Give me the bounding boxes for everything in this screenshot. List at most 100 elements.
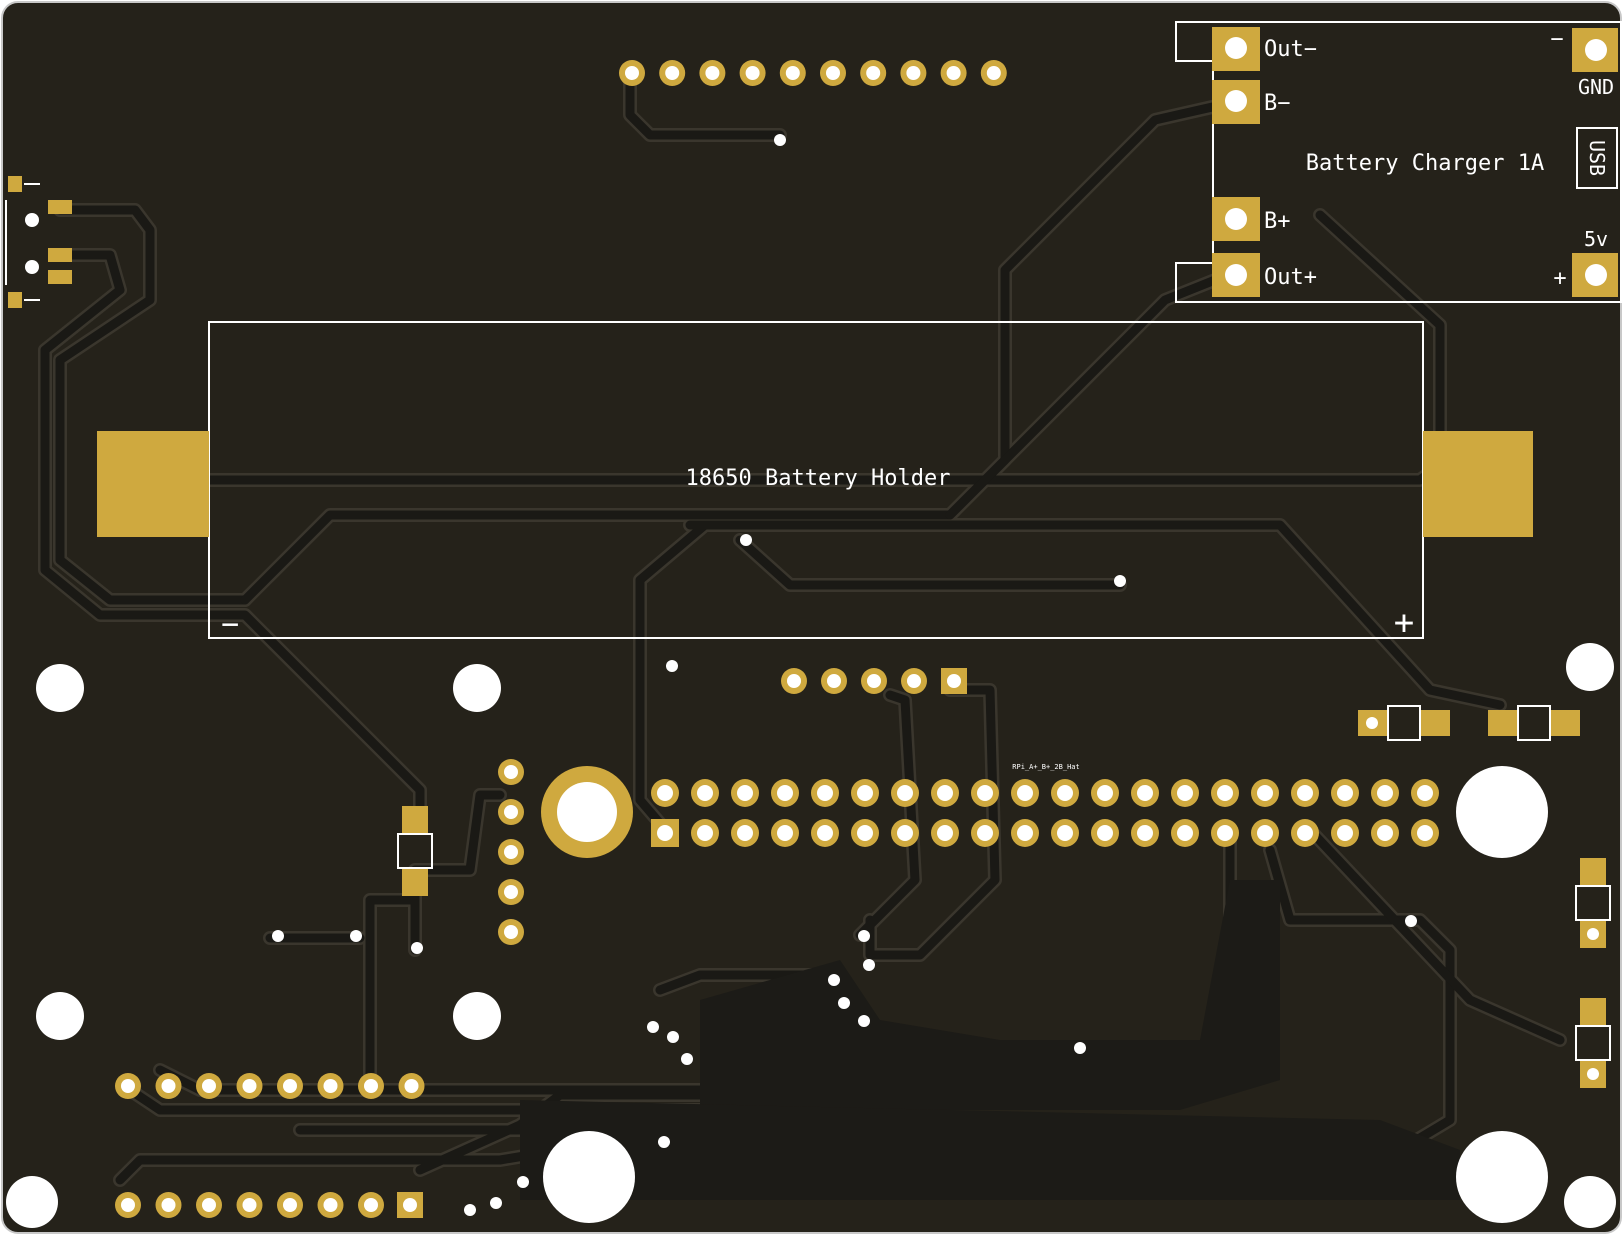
pad-hole bbox=[504, 805, 518, 819]
charger-out-plus-label: Out+ bbox=[1264, 265, 1317, 290]
pad-hole bbox=[403, 1198, 417, 1212]
via bbox=[1074, 1042, 1086, 1054]
battery-holder-title: 18650 Battery Holder bbox=[686, 466, 951, 491]
pad-hole bbox=[827, 674, 841, 688]
pad-hole bbox=[1137, 825, 1153, 841]
copper-pour-zones bbox=[520, 880, 1460, 1200]
pad-hole bbox=[1337, 785, 1353, 801]
pad-hole bbox=[937, 825, 953, 841]
via bbox=[647, 1021, 659, 1033]
via bbox=[667, 1031, 679, 1043]
via bbox=[858, 1015, 870, 1027]
mounting-holes bbox=[6, 643, 1616, 1228]
pad-hole bbox=[1177, 825, 1193, 841]
pad-hole bbox=[977, 785, 993, 801]
pad-hole bbox=[657, 785, 673, 801]
pad-hole bbox=[404, 1079, 419, 1093]
charger-out-minus-label: Out− bbox=[1264, 37, 1317, 62]
pad-hole bbox=[1017, 785, 1033, 801]
charger-plus-label: + bbox=[1553, 266, 1566, 291]
rpi-header-label: RPi_A+_B+_2B_Hat bbox=[1012, 763, 1079, 771]
pad-hole bbox=[777, 825, 793, 841]
pad-hole bbox=[777, 785, 793, 801]
pad-hole bbox=[1217, 785, 1233, 801]
charger-b-plus-label: B+ bbox=[1264, 209, 1291, 234]
pad-hole bbox=[504, 925, 518, 939]
via bbox=[681, 1053, 693, 1065]
via bbox=[863, 959, 875, 971]
pad-hole bbox=[1377, 785, 1393, 801]
pad-hole bbox=[1097, 825, 1113, 841]
pad-hole bbox=[867, 674, 881, 688]
pad-hole bbox=[705, 66, 720, 80]
pad-hole bbox=[737, 825, 753, 841]
pad-hole bbox=[1377, 825, 1393, 841]
pad-hole bbox=[697, 825, 713, 841]
via bbox=[490, 1197, 502, 1209]
pad-hole bbox=[817, 825, 833, 841]
pad-hole bbox=[897, 825, 913, 841]
pad-hole bbox=[283, 1198, 297, 1212]
via bbox=[411, 942, 423, 954]
pad-hole bbox=[817, 785, 833, 801]
pad-hole bbox=[745, 66, 760, 80]
usb-label: USB bbox=[1585, 140, 1609, 176]
pad-hole bbox=[364, 1198, 378, 1212]
usb-port-outline bbox=[1576, 127, 1618, 189]
via bbox=[774, 134, 786, 146]
via bbox=[464, 1204, 476, 1216]
pad-hole bbox=[897, 785, 913, 801]
pad-hole bbox=[1417, 785, 1433, 801]
charger-minus-label: − bbox=[1550, 27, 1563, 52]
pad-hole bbox=[504, 845, 518, 859]
pad-hole bbox=[906, 66, 921, 80]
via bbox=[272, 930, 284, 942]
charger-5v-label: 5v bbox=[1584, 227, 1608, 251]
pad-hole bbox=[1057, 825, 1073, 841]
smd-resistors bbox=[397, 705, 1611, 1088]
pad-hole bbox=[826, 66, 840, 80]
pad-hole bbox=[161, 1198, 176, 1212]
via bbox=[350, 930, 362, 942]
via bbox=[828, 974, 840, 986]
battery-plus-pad bbox=[1423, 431, 1533, 537]
pad-hole bbox=[1297, 825, 1313, 841]
battery-minus-label: − bbox=[221, 607, 239, 642]
via bbox=[658, 1136, 670, 1148]
pad-hole bbox=[697, 785, 713, 801]
pad-hole bbox=[946, 66, 961, 80]
pad-hole bbox=[937, 785, 953, 801]
through-hole-pads bbox=[115, 60, 1439, 1218]
pad-hole bbox=[283, 1079, 297, 1093]
via bbox=[858, 930, 870, 942]
vias bbox=[272, 134, 1417, 1216]
charger-gnd-label: GND bbox=[1578, 75, 1614, 99]
charger-title: Battery Charger 1A bbox=[1306, 151, 1544, 176]
pad-hole bbox=[1177, 785, 1193, 801]
pad-hole bbox=[364, 1079, 378, 1093]
pad-hole bbox=[657, 825, 673, 841]
pad-hole bbox=[625, 66, 639, 80]
pad-hole bbox=[323, 1198, 338, 1212]
pad-hole bbox=[242, 1198, 257, 1212]
pad-hole bbox=[242, 1079, 257, 1093]
plated-mounting-hole bbox=[557, 782, 617, 842]
pad-hole bbox=[857, 785, 873, 801]
battery-minus-pad bbox=[97, 431, 209, 537]
slide-switch bbox=[5, 176, 72, 308]
pad-hole bbox=[202, 1079, 216, 1093]
pad-hole bbox=[1297, 785, 1313, 801]
via bbox=[517, 1176, 529, 1188]
pad-hole bbox=[1337, 825, 1353, 841]
pad-hole bbox=[866, 66, 881, 80]
pad-hole bbox=[857, 825, 873, 841]
pad-hole bbox=[121, 1079, 135, 1093]
charger-b-minus-label: B− bbox=[1264, 91, 1291, 116]
pad-hole bbox=[947, 674, 961, 688]
pad-hole bbox=[977, 825, 993, 841]
pad-hole bbox=[787, 674, 801, 688]
pad-hole bbox=[1017, 825, 1033, 841]
pad-hole bbox=[1257, 785, 1273, 801]
